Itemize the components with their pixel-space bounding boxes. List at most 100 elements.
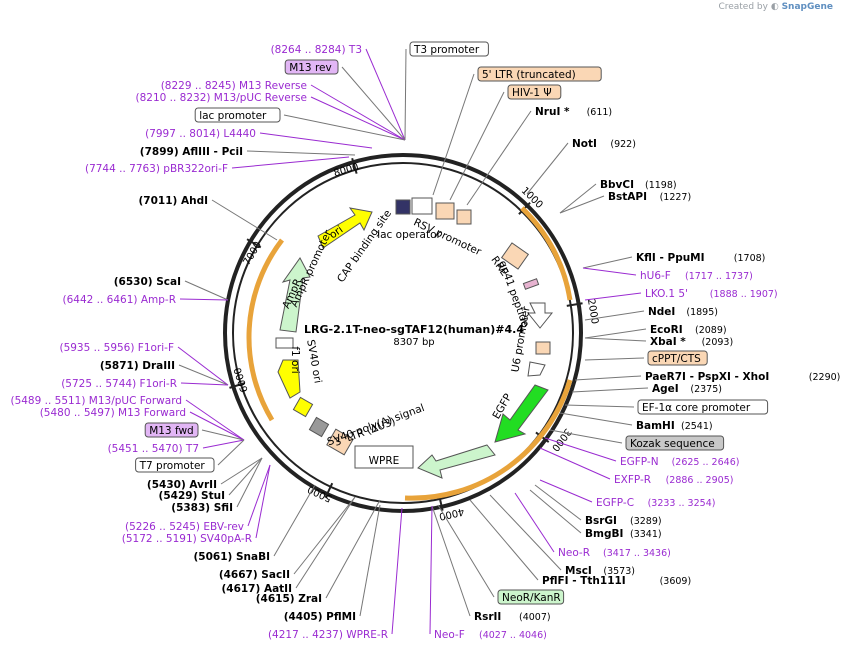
site-position: (2625 .. 2646) <box>672 457 740 468</box>
tick-label: 1000 <box>519 185 545 211</box>
map-label: BstAPI(1227) <box>559 191 691 214</box>
map-label: lac promoter <box>194 107 406 141</box>
site-label: NdeI <box>648 306 675 318</box>
site-label: (4217 .. 4237) WPRE-R <box>268 629 388 641</box>
inner-feature-label: SV40 poly(A) signal <box>326 402 426 448</box>
site-label: BmgBI <box>585 528 623 540</box>
tick-mark <box>229 382 246 389</box>
map-label: EF-1α core promoter <box>564 399 769 415</box>
map-label: (4217 .. 4237) WPRE-R <box>268 507 403 641</box>
feature-box <box>144 422 199 438</box>
leader-line <box>564 404 635 408</box>
site-label: LKO.1 5' <box>645 288 688 300</box>
leader-line <box>559 412 633 426</box>
feature-box <box>194 107 281 123</box>
cap-site-marks <box>395 199 411 215</box>
map-label: (7899) AflIII - PciI <box>140 146 356 158</box>
map-label: (7997 .. 8014) L4440 <box>145 128 373 149</box>
leader-line <box>295 496 356 589</box>
site-label: hU6-F <box>640 270 671 282</box>
leader-line <box>178 364 229 386</box>
site-label: RsrII <box>474 611 501 623</box>
map-label: BmgBI(3341) <box>529 489 662 540</box>
snapgene-credit: Created by ◐ SnapGene <box>718 2 833 12</box>
leader-line <box>584 337 647 342</box>
site-position: (3289) <box>630 516 662 527</box>
site-label: (7899) AflIII - PciI <box>140 146 243 158</box>
leader-line <box>283 114 406 141</box>
site-position: (2089) <box>695 325 727 336</box>
tick-label: 2000 <box>585 298 600 325</box>
leader-line <box>273 484 316 557</box>
leader-line <box>574 375 642 381</box>
site-label: (5871) DraIII <box>100 360 175 372</box>
leader-line <box>341 66 406 141</box>
snapgene-logo-icon: ◐ <box>770 2 779 12</box>
map-label: Kozak sequence <box>549 429 725 451</box>
site-label: EGFP-C <box>596 497 634 509</box>
site-label: (8210 .. 8232) M13/pUC Reverse <box>135 92 307 104</box>
site-label: (5430) AvrII <box>147 479 217 491</box>
leader-line <box>359 504 381 617</box>
map-label: Neo-F(4027 .. 4046) <box>429 505 547 641</box>
tick-mark <box>566 302 583 307</box>
site-label: (4617) AatII <box>221 583 292 595</box>
site-position: (3233 .. 3254) <box>648 498 716 509</box>
feature-label: T3 promoter <box>413 44 480 56</box>
feature-label: EF-1α core promoter <box>642 402 751 414</box>
leader-line <box>259 132 373 149</box>
map-label: BbvCI(1198) <box>559 179 677 214</box>
inner-feature-label: SV40 ori <box>304 339 323 385</box>
map-label: PaeR7I - PspXI - XhoI(2290) <box>574 371 841 383</box>
orange-arc-bottom <box>404 379 573 501</box>
leader-line <box>559 183 597 214</box>
site-label: (5480 .. 5497) M13 Forward <box>40 407 186 419</box>
site-label: Neo-R <box>558 547 590 559</box>
f1-ori-feature <box>277 359 301 399</box>
leader-line <box>211 199 278 241</box>
leader-line <box>584 292 642 301</box>
map-label: MscI(3573) <box>489 494 635 577</box>
leader-line <box>539 447 611 480</box>
site-label: (4405) PflMI <box>284 611 356 623</box>
map-label: (5172 .. 5191) SV40pA-R <box>122 464 271 545</box>
feature-box <box>637 399 769 415</box>
5-ltr-feature <box>435 202 455 220</box>
leader-line <box>582 267 637 276</box>
ori-feature <box>317 207 373 249</box>
orange-arc-left <box>246 238 284 422</box>
site-position: (1895) <box>686 307 718 318</box>
site-label: NotI <box>572 138 597 150</box>
feature-box <box>409 41 489 57</box>
site-label: (5383) SfiI <box>171 502 233 514</box>
map-label: (5489 .. 5511) M13/pUC Forward <box>10 395 245 441</box>
map-label: BamHI(2541) <box>559 412 713 432</box>
map-label: PflFI - Tth111I(3609) <box>469 499 691 587</box>
map-label: NruI *(611) <box>466 106 612 206</box>
leader-line <box>571 387 649 393</box>
leader-line <box>437 504 495 598</box>
feature-label: Kozak sequence <box>630 438 715 450</box>
feature-box <box>497 589 565 605</box>
tick-label: 8000 <box>333 162 361 180</box>
leader-line <box>559 195 605 214</box>
site-label: BsrGI <box>585 515 617 527</box>
site-position: (2290) <box>809 372 841 383</box>
site-label: (8229 .. 8245) M13 Reverse <box>161 80 307 92</box>
site-label: (6442 .. 6461) Amp-R <box>63 294 177 306</box>
map-label: (6442 .. 6461) Amp-R <box>63 294 229 306</box>
leader-line <box>582 256 633 269</box>
leader-line <box>429 505 433 635</box>
leader-line <box>391 507 403 635</box>
plasmid-length: 8307 bp <box>393 337 434 348</box>
site-label: (7011) AhdI <box>138 195 208 207</box>
leader-line <box>526 142 569 195</box>
map-label: (5480 .. 5497) M13 Forward <box>40 407 245 441</box>
map-label: (5061) SnaBI <box>193 484 316 563</box>
inner-feature-label: WPRE <box>369 455 400 467</box>
site-label: KflI - PpuMI <box>636 252 705 264</box>
leader-line <box>549 429 623 444</box>
rsv-promoter-feature <box>411 197 433 215</box>
site-label: (5451 .. 5470) T7 <box>108 443 199 455</box>
